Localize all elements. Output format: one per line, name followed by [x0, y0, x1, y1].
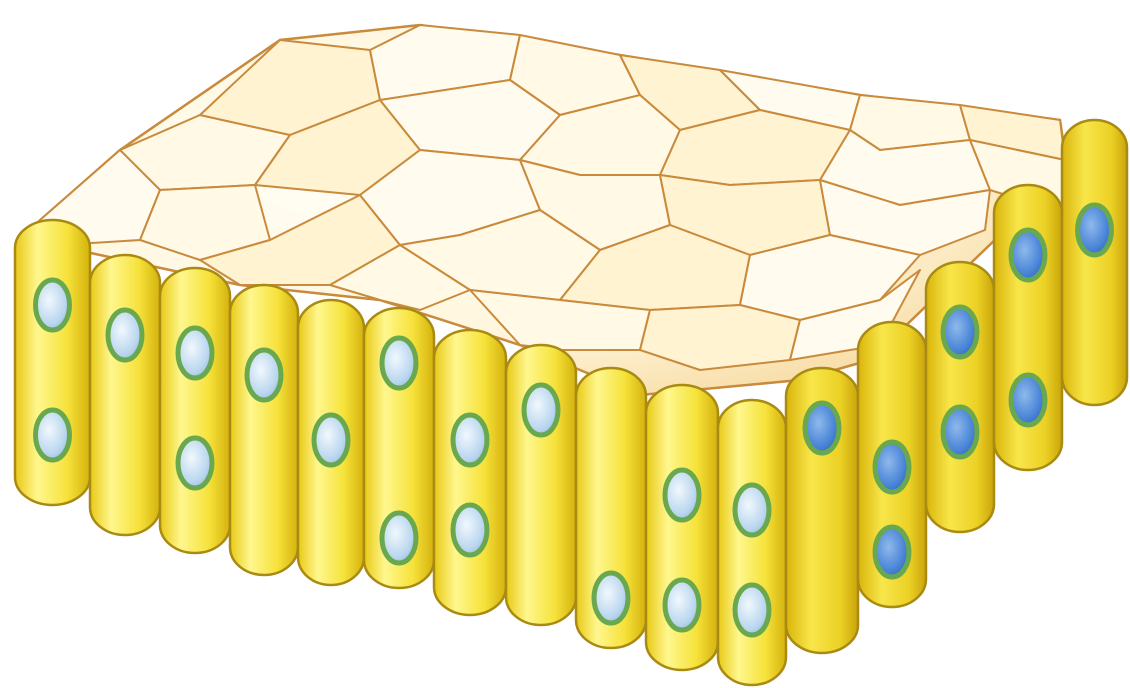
cell-body — [434, 330, 506, 615]
columnar-cell — [786, 368, 858, 653]
nucleus — [1078, 205, 1112, 255]
columnar-cell — [364, 308, 434, 588]
nucleus — [108, 310, 142, 360]
cell-body — [230, 285, 298, 575]
nucleus — [314, 415, 348, 465]
nucleus — [875, 527, 909, 577]
columnar-cell — [926, 262, 994, 532]
nucleus — [36, 280, 70, 330]
cell-body — [926, 262, 994, 532]
cell-body — [160, 268, 230, 553]
nucleus — [805, 403, 839, 453]
nucleus — [382, 338, 416, 388]
nucleus — [735, 485, 769, 535]
nucleus — [735, 585, 769, 635]
nucleus — [665, 580, 699, 630]
columnar-cell — [298, 300, 364, 585]
nucleus — [943, 407, 977, 457]
nucleus — [178, 438, 212, 488]
columnar-cell — [576, 368, 646, 648]
columnar-cell — [90, 255, 160, 535]
columnar-cell — [160, 268, 230, 553]
columnar-cell — [506, 345, 576, 625]
columnar-cell — [646, 385, 718, 670]
nucleus — [875, 442, 909, 492]
cell-body — [90, 255, 160, 535]
columnar-cell — [230, 285, 298, 575]
nucleus — [36, 410, 70, 460]
columnar-cell — [434, 330, 506, 615]
columnar-cell — [718, 400, 786, 685]
cell-body — [718, 400, 786, 685]
nucleus — [382, 513, 416, 563]
nucleus — [943, 307, 977, 357]
columnar-cell — [1062, 120, 1127, 405]
nucleus — [1011, 375, 1045, 425]
nucleus — [594, 573, 628, 623]
nucleus — [453, 505, 487, 555]
columnar-cell — [994, 185, 1062, 470]
nucleus — [247, 350, 281, 400]
nucleus — [178, 328, 212, 378]
nucleus — [453, 415, 487, 465]
nucleus — [665, 470, 699, 520]
nucleus — [1011, 230, 1045, 280]
columnar-cell — [858, 322, 926, 607]
nucleus — [524, 385, 558, 435]
cell-body — [1062, 120, 1127, 405]
columnar-cell — [15, 220, 90, 505]
